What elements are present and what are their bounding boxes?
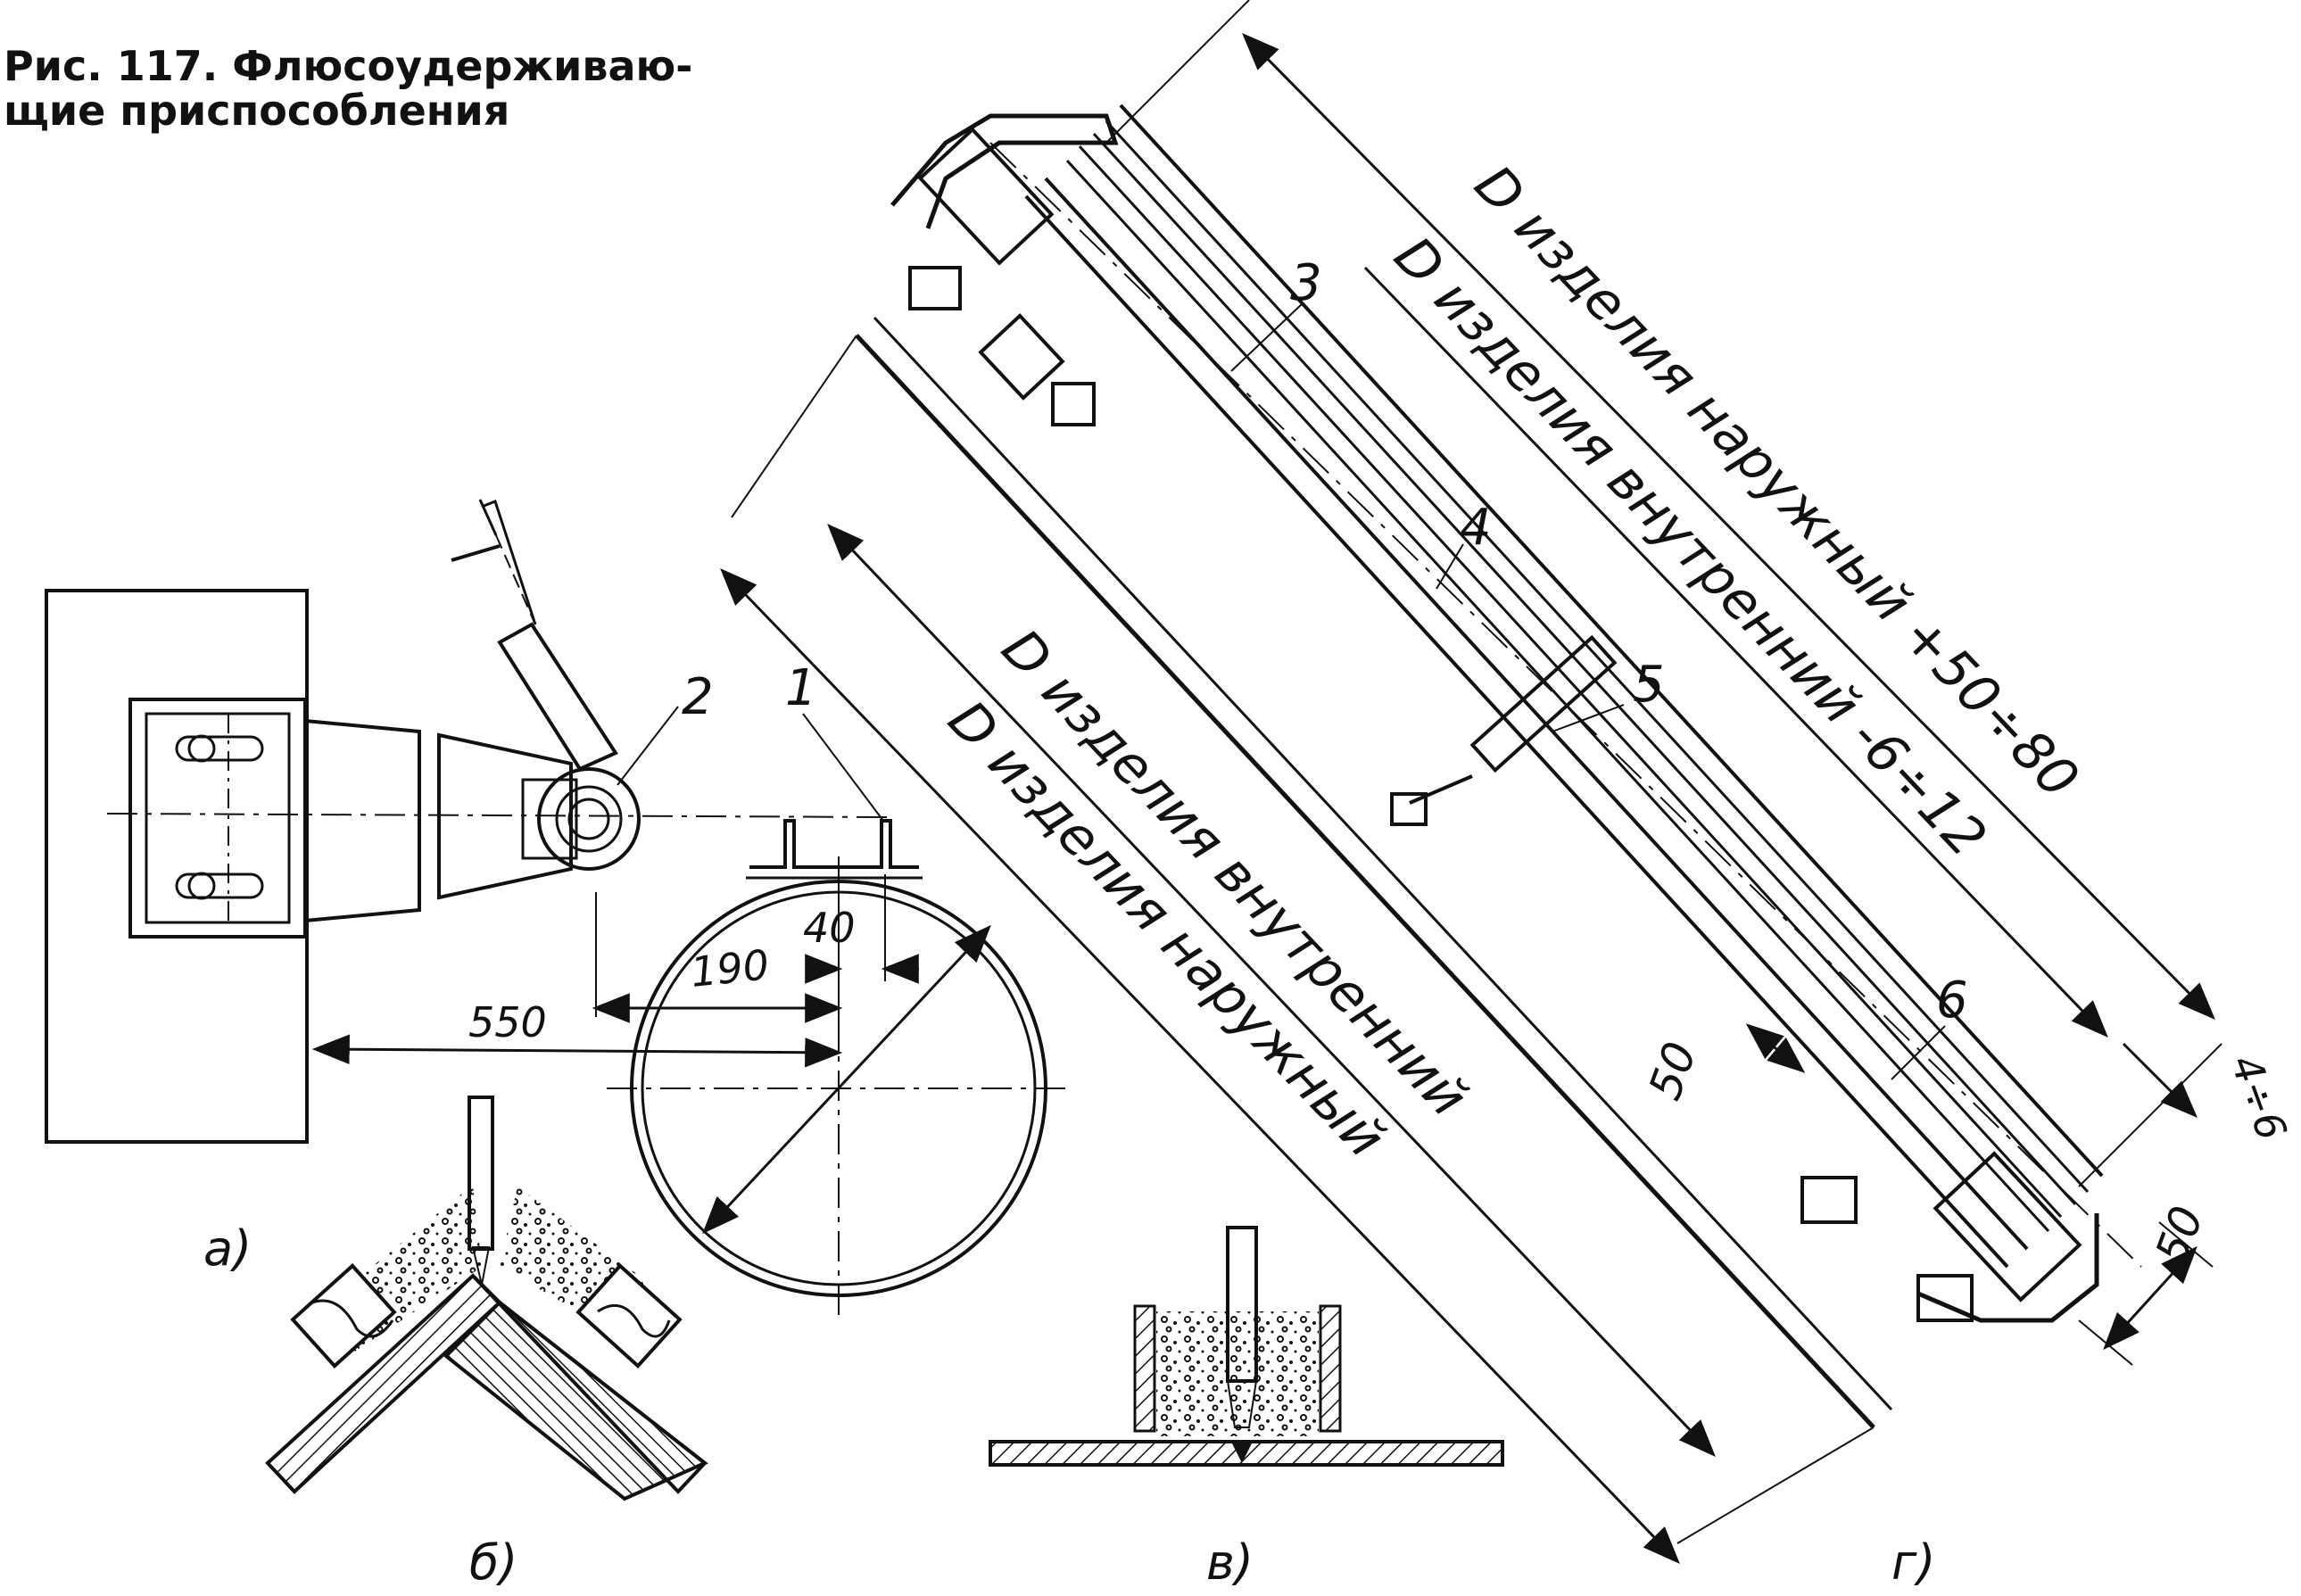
- view-v-drawing: [989, 1226, 1504, 1467]
- view-label-g: г): [1891, 1534, 1935, 1591]
- dim-inner: D изделия внутренний: [989, 617, 1479, 1129]
- wood-block-left: [290, 1263, 397, 1369]
- view-a-drawing: [45, 499, 1071, 1320]
- pin-label-6: 6: [1936, 972, 1968, 1030]
- arm: [304, 719, 421, 922]
- caption-line-1: Рис. 117. Флюсоудерживаю-: [4, 42, 693, 90]
- dim-550: 550: [468, 998, 547, 1046]
- bottom-clamp: [1917, 1213, 2099, 1323]
- top-clamp: [890, 113, 1119, 229]
- hinge-bushing: [537, 767, 641, 871]
- dim-outer-plus: D изделия наружный +50÷80: [1462, 153, 2090, 810]
- flux-tray: [749, 819, 919, 869]
- caption-line-2: щие приспособления: [4, 86, 510, 135]
- pin-label-2: 2: [682, 668, 714, 726]
- view-g-drawing: [720, 0, 2222, 1565]
- pin-label-4: 4: [1460, 499, 1492, 557]
- dim-40: 40: [803, 904, 856, 952]
- view-b-drawing: [265, 1096, 708, 1501]
- view-label-v: в): [1206, 1534, 1254, 1591]
- pin-label-3: 3: [1290, 254, 1322, 312]
- view-label-a: а): [203, 1220, 252, 1277]
- dim-190: 190: [689, 940, 772, 996]
- view-label-b: б): [469, 1534, 517, 1591]
- handle-lever: [497, 622, 618, 772]
- flux-fill: [1156, 1311, 1319, 1436]
- product-wall: [855, 334, 1875, 1429]
- pin-label-5: 5: [1633, 656, 1665, 714]
- figure-caption: Рис. 117. Флюсоудерживаю- щие приспособл…: [4, 42, 789, 135]
- side-wall-right: [1319, 1304, 1342, 1433]
- side-wall-left: [1133, 1304, 1156, 1433]
- dim-50-left: 50: [1639, 1035, 1707, 1106]
- dim-4-6: 4÷6: [2222, 1048, 2297, 1146]
- wood-block-right: [575, 1263, 683, 1369]
- support-column: [45, 589, 309, 1144]
- pin-label-1: 1: [785, 659, 817, 717]
- mounting-plate: [128, 698, 307, 939]
